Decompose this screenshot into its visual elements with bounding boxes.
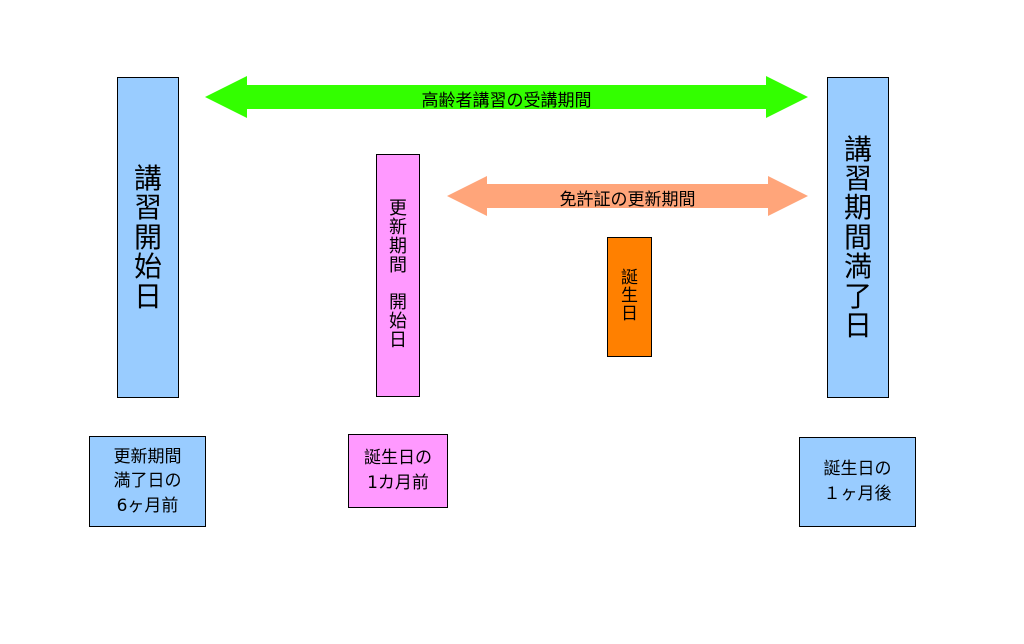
course-start-bar: 講習開始日 <box>117 77 179 398</box>
bar-char: 日 <box>843 308 872 342</box>
bar-char: 間 <box>389 254 407 276</box>
bar-char: 誕 <box>621 268 638 289</box>
one-month-after-label: 誕生日の １ヶ月後 <box>799 437 916 527</box>
course-period-label: 高齢者講習の受講期間 <box>421 91 592 111</box>
renewal-period-arrow <box>447 176 808 216</box>
bar-char: 習 <box>843 162 872 196</box>
bar-char: 日 <box>621 303 638 324</box>
bar-char: 期 <box>389 235 407 257</box>
bar-char: 満 <box>843 250 872 284</box>
one-month-before-label: 誕生日の 1カ月前 <box>348 434 448 508</box>
bar-char: 講 <box>133 162 162 196</box>
bar-char: 講 <box>843 132 872 166</box>
renewal-start-bar: 更新期間 開始日 <box>376 154 420 397</box>
bar-char: 始 <box>133 250 162 284</box>
bar-char: 日 <box>133 279 162 313</box>
renewal-start-text: 更新期間 開始日 <box>377 155 419 396</box>
birthday-bar: 誕生日 <box>607 237 652 357</box>
bar-char: 新 <box>389 216 407 238</box>
bar-char: 日 <box>389 330 407 352</box>
renewal-period-label: 免許証の更新期間 <box>559 190 696 210</box>
bar-char: 了 <box>843 279 872 313</box>
course-end-bar: 講習期間満了日 <box>827 77 889 398</box>
bar-char: 開 <box>389 292 407 314</box>
bar-char: 開 <box>133 220 162 254</box>
bar-char: 生 <box>621 286 638 307</box>
course-period-arrow <box>205 76 808 118</box>
bar-char: 習 <box>133 191 162 225</box>
bar-char: 更 <box>389 197 407 219</box>
course-start-text: 講習開始日 <box>118 78 178 397</box>
bar-char: 間 <box>843 220 872 254</box>
bar-char: 期 <box>843 191 872 225</box>
course-end-text: 講習期間満了日 <box>828 78 888 397</box>
bar-char: 始 <box>389 311 407 333</box>
birthday-text: 誕生日 <box>608 238 651 356</box>
six-months-before-label: 更新期間 満了日の 6ヶ月前 <box>89 436 206 527</box>
